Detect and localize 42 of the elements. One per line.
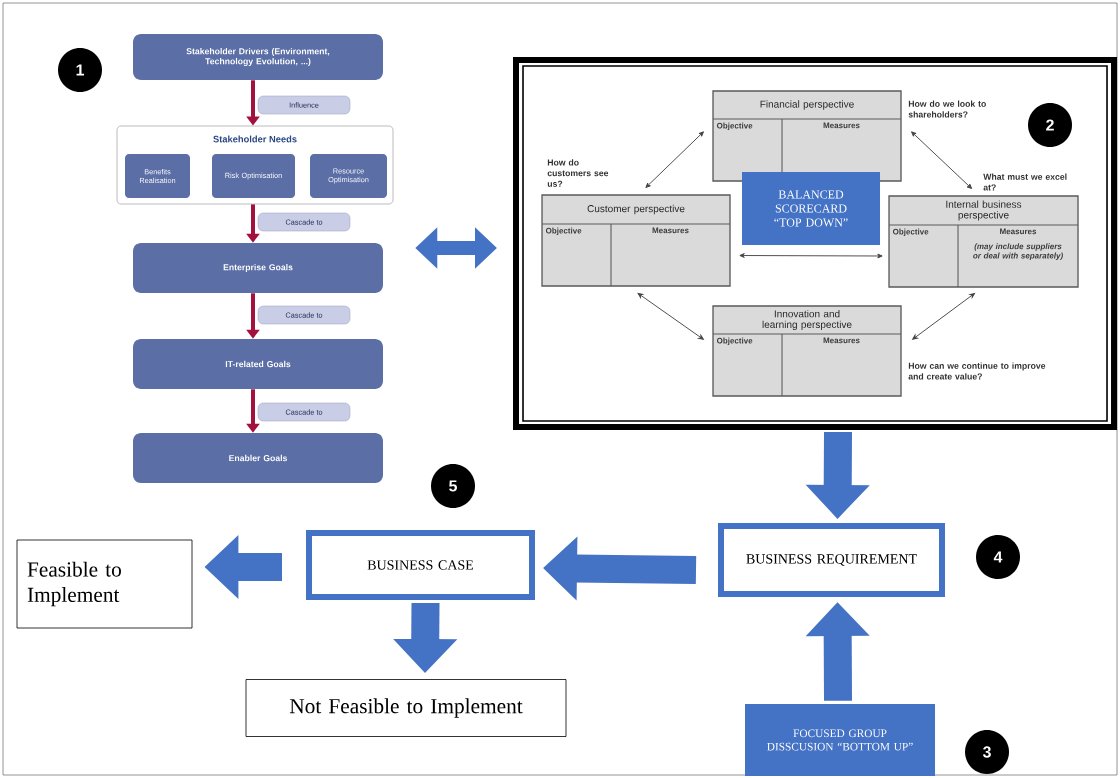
question-text: What must we excel at? [983,173,1067,191]
perspective-table: Innovation and learning perspective Objective Measures [712,305,902,397]
callout-number: 4 [976,535,1020,579]
perspective-table: Internal business perspective Objective Measures (may include suppliers or deal with separately) [888,195,1079,288]
node-label: Objective [716,122,753,131]
requirement-box: BUSINESS REQUIREMENT [718,523,945,597]
callout-number: 2 [1028,103,1072,147]
node-label: (may include suppliers or deal with separately) [973,243,1063,261]
arrow [739,253,883,259]
process-box: IT-related Goals [133,339,383,389]
node-label: Customer perspective [587,204,685,215]
node-label: Objective [716,337,753,346]
node-label: Internal business perspective [946,200,1022,221]
arrow [912,292,976,340]
question-text: How can we continue to improve and create value? [908,362,1046,380]
perspective-table: Customer perspective Objective Measures [541,194,731,287]
arrow [645,131,704,188]
node-label: Measures [823,337,860,344]
scorecard-frame [513,57,1117,430]
node-label: Financial perspective [760,100,854,110]
outcome-box: Feasible to Implement [16,539,193,629]
node-label: Measures [652,227,689,234]
node-label: Objective [892,228,929,237]
process-box: Enabler Goals [133,433,383,483]
node-label: Measures [1000,228,1037,235]
node-label: Objective [545,227,582,236]
arrow [911,131,973,189]
callout-number: 5 [431,464,475,508]
perspective-table: Financial perspective Objective Measures [712,90,902,182]
discussion-box: FOCUSED GROUP DISSCUSION “BOTTOM UP” [745,704,935,776]
scorecard-box: BALANCED SCORECARD “TOP DOWN” [742,172,880,245]
arrow [637,292,704,340]
process-box: Enterprise Goals [133,243,383,293]
process-box: Stakeholder Drivers (Environment, Technology Evolution, ...) [133,34,383,80]
question-text: How do customers see us? [547,159,609,187]
business-case-box: BUSINESS CASE [306,530,535,600]
outcome-box: Not Feasible to Implement [245,679,567,737]
callout-number: 1 [58,48,102,92]
node-label: Measures [823,122,860,129]
question-text: How do we look to shareholders? [908,100,986,118]
callout-number: 3 [965,730,1009,774]
node-label: Innovation and learning perspective [762,310,852,330]
